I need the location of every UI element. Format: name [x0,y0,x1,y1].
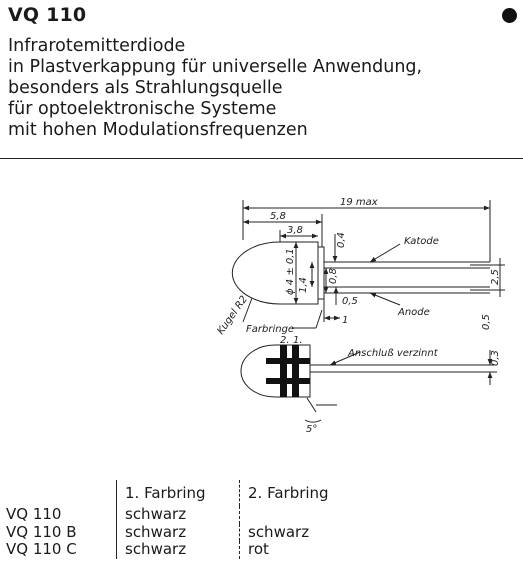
dim-angle: 5° [306,424,317,435]
table-header-cell: 1. Farbring [116,480,240,506]
table-cell: rot [239,540,368,559]
description-line: Infrarotemitterdiode [8,36,186,56]
table-cell: VQ 110 B [6,522,77,541]
dim-03: 0,3 [490,350,501,366]
dim-19max: 19 max [340,197,378,208]
label-anode: Anode [397,307,430,318]
color-ring-table: 1. Farbring 2. Farbring VQ 110 schwarz V… [6,480,368,559]
label-farbringe: Farbringe [246,324,294,335]
separator-rule [0,158,523,159]
dim-58: 5,8 [270,211,286,222]
table-header-cell [6,480,117,506]
color-ring-2 [280,345,287,397]
label-katode: Katode [404,236,439,247]
table-row: VQ 110 C schwarz rot [6,540,368,559]
label-ring2: 2. [280,335,290,346]
label-kugel: Kugel R2 [215,294,249,337]
label-ring1: 1. [293,335,303,346]
table-row: VQ 110 B schwarz schwarz [6,522,368,541]
table-cell: VQ 110 C [6,540,77,558]
description-line: besonders als Strahlungsquelle [8,78,283,98]
table-row: VQ 110 schwarz [6,505,368,524]
table-cell: schwarz [116,523,240,541]
table-cell [239,506,368,524]
dim-08: 0,8 [328,268,339,284]
table-cell: schwarz [116,505,240,524]
dim-1: 1 [342,315,348,326]
diode-side-dome [240,344,311,398]
diode-flange [317,246,325,300]
table-header-cell: 2. Farbring [239,480,368,506]
table-cell: VQ 110 [6,505,62,523]
dim-05a: 0,5 [342,296,358,307]
dim-14: 1,4 [298,277,309,293]
dim-38: 3,8 [287,225,303,236]
label-anschluss: Anschluß verzinnt [347,348,439,359]
dim-04: 0,4 [336,232,347,248]
description-line: für optoelektronische Systeme [8,99,277,119]
description: Infrarotemitterdiode in Plastverkappung … [8,36,422,141]
table-cell: schwarz [116,540,240,559]
table-header-row: 1. Farbring 2. Farbring [6,480,368,506]
description-line: mit hohen Modulationsfrequenzen [8,120,308,140]
diode-dome [231,241,281,305]
bullet-dot [502,8,517,23]
page-title: VQ 110 [8,4,87,26]
technical-drawing: 19 max 5,8 3,8 0,4 ϕ 4 ± 0,1 0,8 1,4 0,5… [215,197,505,435]
dim-25: 2,5 [490,269,501,285]
dim-diam: ϕ 4 ± 0,1 [285,248,296,295]
color-ring-1 [292,345,299,397]
description-line: in Plastverkappung für universelle Anwen… [8,57,423,77]
table-cell: schwarz [239,523,368,541]
dim-05b: 0,5 [481,314,492,330]
